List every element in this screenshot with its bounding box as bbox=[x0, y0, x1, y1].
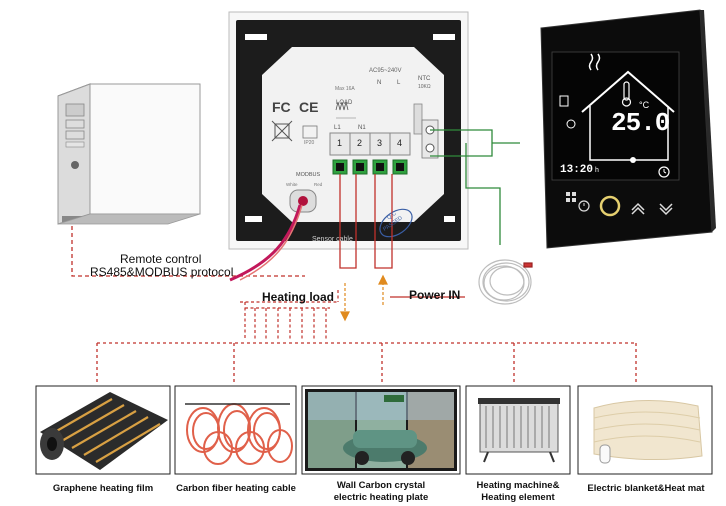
product-image-blanket bbox=[577, 385, 713, 475]
l1-label: L1 bbox=[334, 125, 341, 131]
caption-blanket: Electric blanket&Heat mat bbox=[587, 483, 705, 494]
product-image-wall-plate bbox=[301, 385, 461, 475]
clock-button-icon bbox=[578, 200, 590, 212]
terminal-2: 2 bbox=[357, 138, 363, 148]
computer-tower bbox=[57, 83, 201, 225]
ip-rating-label: IP20 bbox=[304, 140, 315, 146]
n-label: N bbox=[377, 80, 382, 86]
thermostat-unit: °C bbox=[639, 100, 650, 110]
product-image-graphene bbox=[35, 385, 171, 475]
protocol-label: RS485&MODBUS protocol bbox=[90, 265, 234, 279]
terminal-1: 1 bbox=[337, 138, 343, 148]
power-button-icon bbox=[599, 195, 621, 217]
product-image-heater bbox=[465, 385, 571, 475]
wire-white-label: White bbox=[286, 182, 298, 187]
terminal-4: 4 bbox=[397, 138, 403, 148]
thermostat-time: 13:20 bbox=[560, 164, 594, 176]
product-image-carbon-cable bbox=[174, 385, 297, 475]
sensor-coil bbox=[478, 259, 533, 305]
up-button-icon bbox=[631, 202, 645, 211]
n1-label: N1 bbox=[358, 125, 366, 131]
heating-load-label: Heating load bbox=[262, 290, 335, 304]
caption-wall-plate: Wall Carbon crystal electric heating pla… bbox=[333, 480, 429, 503]
caption-graphene: Graphene heating film bbox=[52, 483, 154, 494]
thermostat-front bbox=[540, 9, 716, 249]
caption-carbon-cable: Carbon fiber heating cable bbox=[176, 483, 296, 494]
load-label: LOAD bbox=[336, 100, 353, 106]
load-arrow bbox=[340, 283, 350, 322]
voltage-label: AC95~240V bbox=[369, 68, 402, 74]
l-label: L bbox=[397, 80, 401, 86]
max-load-label: Max 16A bbox=[335, 86, 355, 92]
terminal-3: 3 bbox=[377, 138, 383, 148]
thermostat-time-suffix: h bbox=[595, 167, 599, 174]
power-in-label: Power IN bbox=[409, 288, 461, 302]
thermostat-temperature: 25.0 bbox=[611, 108, 670, 138]
caption-heater: Heating machine& Heating element bbox=[476, 480, 560, 503]
wire-red-label: Red bbox=[314, 182, 323, 187]
remote-control-label: Remote control bbox=[120, 252, 202, 266]
down-button-icon bbox=[659, 203, 673, 212]
ntc-sub-label: 10KΩ bbox=[418, 84, 431, 90]
thermostat-back-panel: FC CE bbox=[228, 11, 469, 250]
grid-button-icon bbox=[566, 192, 576, 202]
modbus-label: MODBUS bbox=[296, 172, 321, 178]
svg-text:FC: FC bbox=[272, 99, 291, 115]
sensor-cable-label: Sensor cable bbox=[312, 236, 353, 243]
power-arrow bbox=[378, 274, 388, 305]
ntc-label: NTC bbox=[418, 76, 431, 82]
weee-bin-icon bbox=[271, 120, 293, 142]
svg-text:CE: CE bbox=[299, 99, 318, 115]
